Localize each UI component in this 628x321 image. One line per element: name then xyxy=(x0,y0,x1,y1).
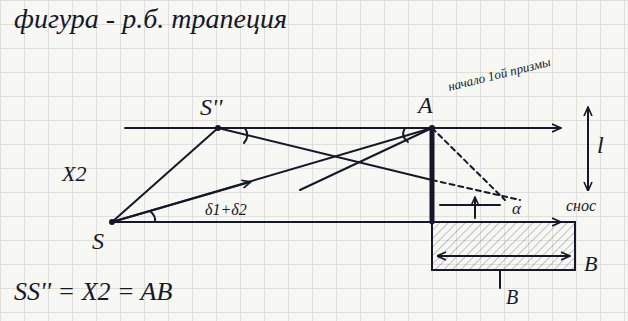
angle-mark xyxy=(244,128,247,143)
cross-line xyxy=(300,128,432,190)
tick xyxy=(499,270,501,288)
ab-arrow xyxy=(438,255,569,257)
handwritten-label: A xyxy=(418,92,433,118)
x2-segment xyxy=(112,128,218,222)
handwritten-label: X2 xyxy=(62,162,86,186)
handwritten-label: снос xyxy=(566,197,596,215)
handwritten-label: S'' xyxy=(200,94,222,120)
handwritten-label: B xyxy=(584,252,597,276)
handwritten-label: SS'' = X2 = AB xyxy=(14,278,172,307)
ray-arrow xyxy=(112,182,250,222)
angle-mark xyxy=(403,128,408,142)
point xyxy=(109,219,115,225)
angle-arc xyxy=(150,211,155,222)
small-line xyxy=(440,204,500,206)
top-line xyxy=(125,127,560,129)
dimension-arrow xyxy=(587,108,589,190)
title: фигура - р.б. трапеция xyxy=(14,4,287,35)
dashed-ray xyxy=(432,128,505,200)
handwritten-label: δ1+δ2 xyxy=(205,201,247,219)
handwritten-label: l xyxy=(597,132,604,158)
point xyxy=(215,125,221,131)
handwritten-label: B xyxy=(506,286,518,308)
ray-s-a xyxy=(112,128,432,222)
small-arrow xyxy=(474,198,476,218)
handwritten-label: S xyxy=(92,228,104,254)
ray-s2-cont xyxy=(432,180,520,200)
ray-s2 xyxy=(218,128,432,180)
prism-edge xyxy=(430,128,435,222)
drift-box xyxy=(432,222,575,270)
handwritten-label: α xyxy=(512,200,521,219)
point xyxy=(429,125,435,131)
